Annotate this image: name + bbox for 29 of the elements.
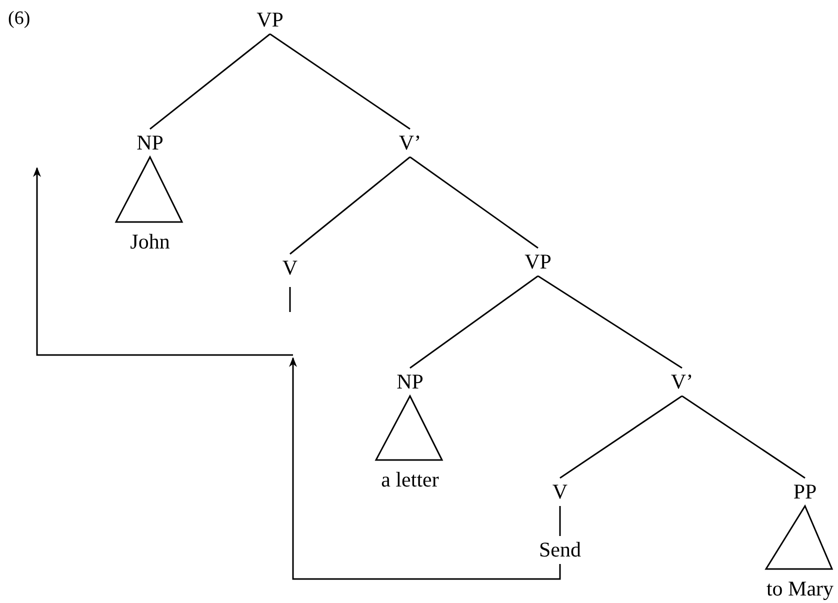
branch-line	[410, 156, 538, 249]
tree-node-label: PP	[793, 482, 817, 502]
triangle-roof	[764, 504, 834, 570]
tree-node-label: V’	[398, 132, 422, 154]
movement-arrow	[289, 357, 561, 580]
movement-arrow	[33, 167, 293, 356]
tree-node-label: John	[130, 232, 170, 252]
tree-node-label: to Mary	[766, 578, 834, 600]
triangle-roof	[374, 394, 444, 461]
branch-line	[538, 275, 682, 369]
branch-line	[290, 156, 410, 255]
branch-line	[289, 287, 291, 312]
branch-line	[150, 33, 270, 130]
tree-node-label: V	[552, 482, 568, 502]
tree-node-label: a letter	[381, 470, 439, 490]
tree-node-label: VP	[524, 252, 552, 272]
branch-line	[559, 506, 561, 536]
tree-node-label: V’	[670, 372, 694, 392]
branch-line	[410, 275, 538, 369]
branch-line	[560, 395, 682, 479]
tree-node-label: VP	[256, 10, 284, 30]
branch-line	[270, 33, 410, 130]
tree-node-label: NP	[136, 132, 164, 154]
tree-node-label: NP	[396, 372, 424, 392]
tree-node-label: V	[282, 258, 298, 278]
branch-line	[682, 395, 806, 479]
triangle-roof	[114, 155, 184, 223]
tree-node-label: Send	[539, 540, 581, 560]
example-number: (6)	[8, 9, 30, 28]
